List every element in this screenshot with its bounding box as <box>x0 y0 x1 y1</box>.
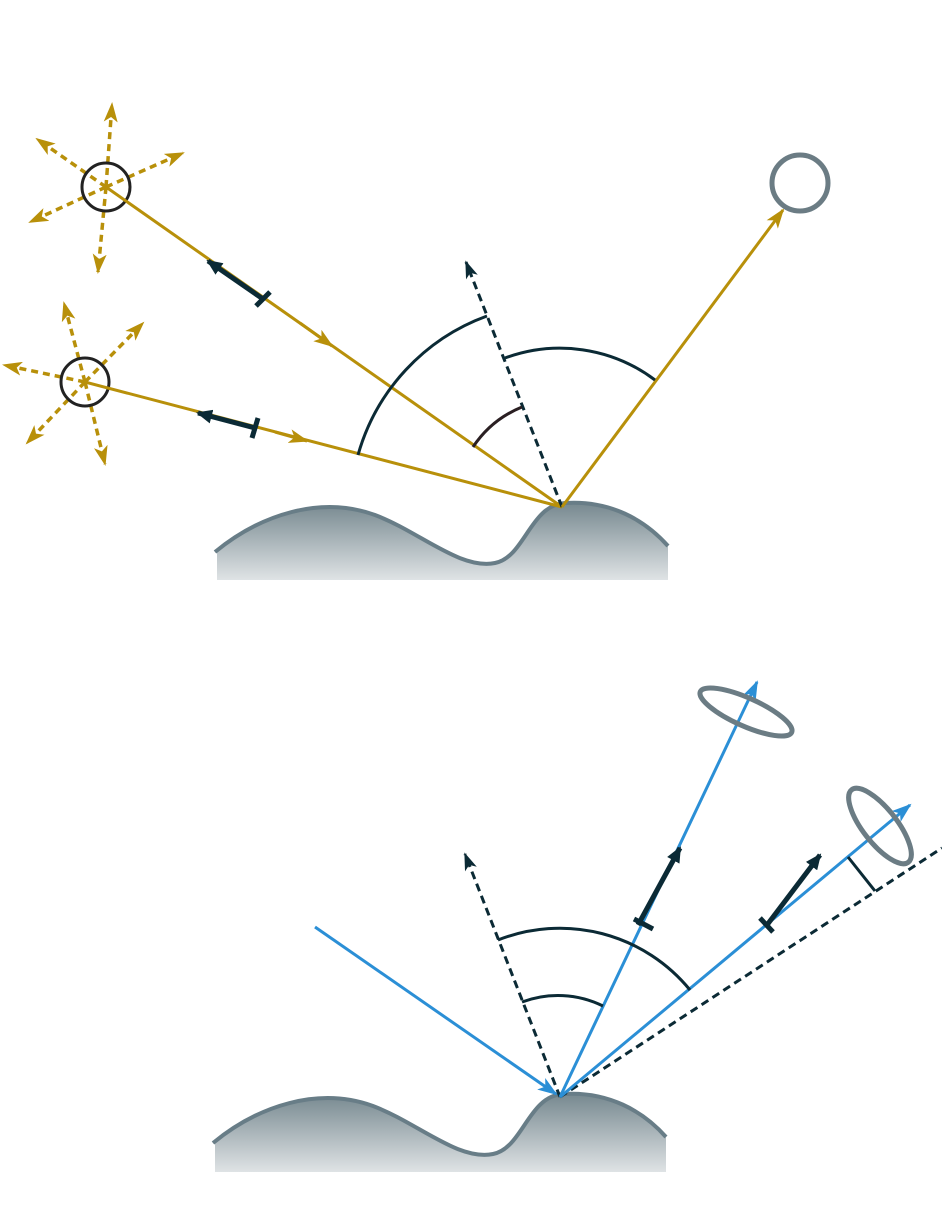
surface-outline <box>211 1091 668 1157</box>
direction-tick-1 <box>632 916 655 932</box>
direction-arrow-2 <box>765 853 822 927</box>
surface <box>217 502 668 580</box>
light-source-2-icon <box>59 356 111 408</box>
angle-arc-small <box>521 994 604 1008</box>
angle-arc-large <box>497 926 692 991</box>
receiver-icon <box>769 152 831 214</box>
reflected-ray <box>560 208 785 508</box>
incident-ray-2 <box>84 380 563 509</box>
surface-normal <box>464 260 564 508</box>
surface <box>215 1093 666 1172</box>
aperture-1-icon <box>697 685 795 739</box>
surface-outline <box>213 500 670 566</box>
incident-camera-ray <box>314 925 558 1096</box>
reflected-ray-2 <box>559 803 912 1099</box>
angle-arc-incident-large <box>356 314 488 456</box>
incident-ray-1-arrow <box>299 321 334 348</box>
direction-tick-2 <box>249 417 261 439</box>
aperture-2-icon <box>846 785 914 867</box>
offset-bracket <box>846 856 877 892</box>
incident-ray-2-arrow <box>274 429 309 443</box>
reference-dashed-line <box>559 846 942 1099</box>
direction-tick-1 <box>254 290 272 308</box>
angle-arc-incident-small <box>471 405 523 448</box>
bottom-diagram <box>211 680 942 1172</box>
direction-arrow-1 <box>635 846 683 927</box>
top-diagram <box>2 102 831 580</box>
surface-normal <box>463 852 562 1098</box>
light-emission-rays <box>2 102 185 466</box>
direction-arrow-1 <box>206 258 265 302</box>
incident-ray-1 <box>105 185 563 509</box>
light-source-1-icon <box>80 161 132 213</box>
direction-arrow-2 <box>196 409 256 431</box>
angle-arc-reflected <box>504 346 656 382</box>
direction-tick-2 <box>758 916 775 934</box>
